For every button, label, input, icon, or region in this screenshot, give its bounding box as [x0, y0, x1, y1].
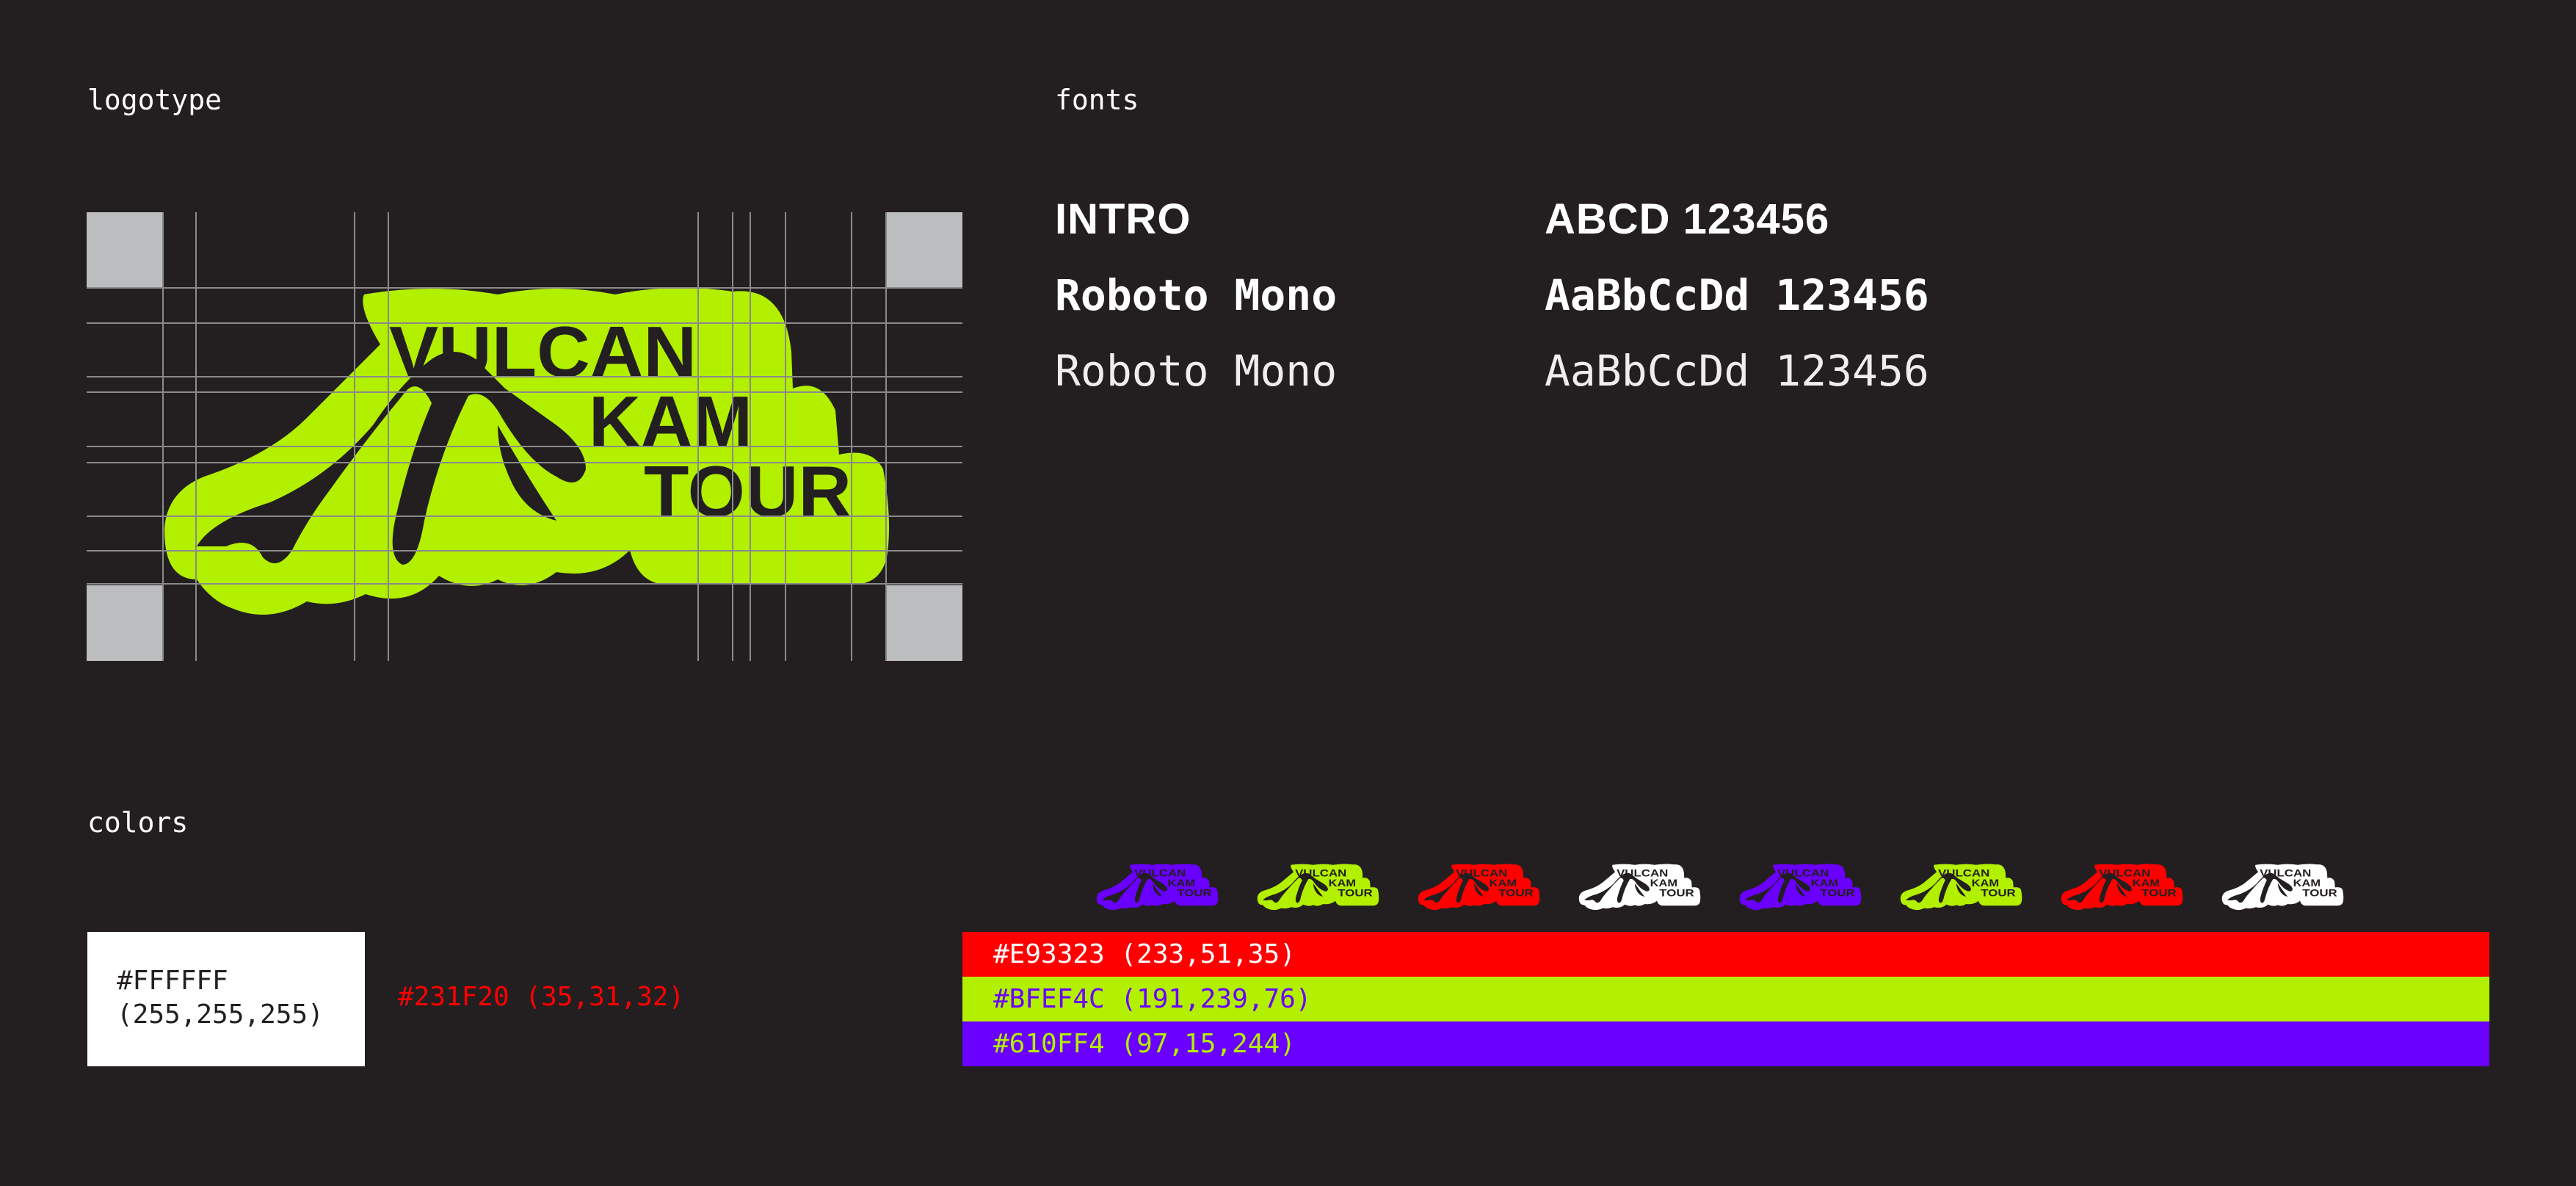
- grid-lines: [87, 212, 962, 661]
- clearspace-square: [886, 585, 962, 661]
- color-bar-red: #E93323 (233,51,35): [962, 932, 2489, 977]
- logo-construction-grid: VULCAN KAM TOUR: [87, 212, 962, 661]
- logo-color-variant: VULCAN KAM TOUR: [1887, 853, 2034, 916]
- dark-color-label: #231F20 (35,31,32): [398, 982, 685, 1012]
- svg-text:VULCAN: VULCAN: [1456, 868, 1507, 879]
- svg-text:TOUR: TOUR: [2302, 887, 2337, 898]
- logo-color-variant: VULCAN KAM TOUR: [1244, 853, 1391, 916]
- svg-text:TOUR: TOUR: [1981, 887, 2015, 898]
- clearspace-square: [87, 585, 163, 661]
- font-intro-sample: ABCD 123456: [1545, 195, 1830, 243]
- svg-text:TOUR: TOUR: [1659, 887, 1694, 898]
- logo-color-variant: VULCAN KAM TOUR: [1084, 853, 1230, 916]
- white-swatch: #FFFFFF (255,255,255): [87, 932, 365, 1066]
- svg-text:VULCAN: VULCAN: [1295, 868, 1346, 879]
- svg-text:TOUR: TOUR: [1177, 887, 1211, 898]
- svg-text:VULCAN: VULCAN: [1938, 868, 1989, 879]
- font-mono-bold-name: Roboto Mono: [1055, 270, 1338, 320]
- clearspace-square: [87, 212, 163, 288]
- svg-text:TOUR: TOUR: [1820, 887, 1854, 898]
- svg-text:KAM: KAM: [1168, 878, 1195, 889]
- svg-text:VULCAN: VULCAN: [1134, 868, 1186, 879]
- svg-text:KAM: KAM: [2293, 878, 2321, 889]
- logo-color-variant: VULCAN KAM TOUR: [1727, 853, 1873, 916]
- svg-text:KAM: KAM: [1329, 878, 1356, 889]
- white-rgb: (255,255,255): [117, 999, 324, 1030]
- svg-text:TOUR: TOUR: [2141, 887, 2176, 898]
- svg-text:VULCAN: VULCAN: [2099, 868, 2150, 879]
- font-mono-light-sample: AaBbCcDd 123456: [1545, 346, 1929, 396]
- font-intro-name: INTRO: [1055, 195, 1191, 243]
- color-bar-lime: #BFEF4C (191,239,76): [962, 977, 2489, 1022]
- svg-text:TOUR: TOUR: [1338, 887, 1372, 898]
- white-hex: #FFFFFF: [117, 966, 228, 996]
- logo-color-variant: VULCAN KAM TOUR: [2048, 853, 2195, 916]
- svg-text:KAM: KAM: [1972, 878, 1999, 889]
- svg-text:KAM: KAM: [1811, 878, 1838, 889]
- logo-graphic: VULCAN KAM TOUR: [1900, 864, 2022, 911]
- clearspace-square: [886, 212, 962, 288]
- logotype-heading: logotype: [87, 84, 222, 116]
- logo-graphic: VULCAN KAM TOUR: [1096, 864, 1219, 911]
- svg-text:TOUR: TOUR: [644, 451, 852, 532]
- logo-graphic: VULCAN KAM TOUR: [1257, 864, 1379, 911]
- logo-color-variant: VULCAN KAM TOUR: [2209, 853, 2356, 916]
- svg-text:KAM: KAM: [2133, 878, 2160, 889]
- logo-color-variant: VULCAN KAM TOUR: [1566, 853, 1713, 916]
- svg-text:KAM: KAM: [1490, 878, 1517, 889]
- font-mono-bold-sample: AaBbCcDd 123456: [1545, 270, 1929, 320]
- logo-graphic: VULCAN KAM TOUR: [1578, 864, 1701, 911]
- logo-graphic: VULCAN KAM TOUR: [164, 287, 890, 615]
- svg-text:VULCAN: VULCAN: [1617, 868, 1668, 879]
- svg-text:VULCAN: VULCAN: [1777, 868, 1829, 879]
- logo-color-variant: VULCAN KAM TOUR: [1405, 853, 1552, 916]
- logo-graphic: VULCAN KAM TOUR: [2221, 864, 2344, 911]
- color-bar-purple: #610FF4 (97,15,244): [962, 1022, 2489, 1066]
- fonts-heading: fonts: [1055, 84, 1139, 116]
- logo-graphic: VULCAN KAM TOUR: [1739, 864, 1862, 911]
- svg-text:KAM: KAM: [1650, 878, 1677, 889]
- svg-text:KAM: KAM: [589, 381, 752, 462]
- svg-text:TOUR: TOUR: [1498, 887, 1533, 898]
- colors-heading: colors: [87, 806, 189, 839]
- font-mono-light-name: Roboto Mono: [1055, 346, 1338, 396]
- main-logo: VULCAN KAM TOUR: [87, 212, 962, 661]
- svg-text:VULCAN: VULCAN: [2260, 868, 2311, 879]
- logo-graphic: VULCAN KAM TOUR: [2061, 864, 2183, 911]
- logo-graphic: VULCAN KAM TOUR: [1418, 864, 1540, 911]
- svg-text:VULCAN: VULCAN: [389, 311, 697, 392]
